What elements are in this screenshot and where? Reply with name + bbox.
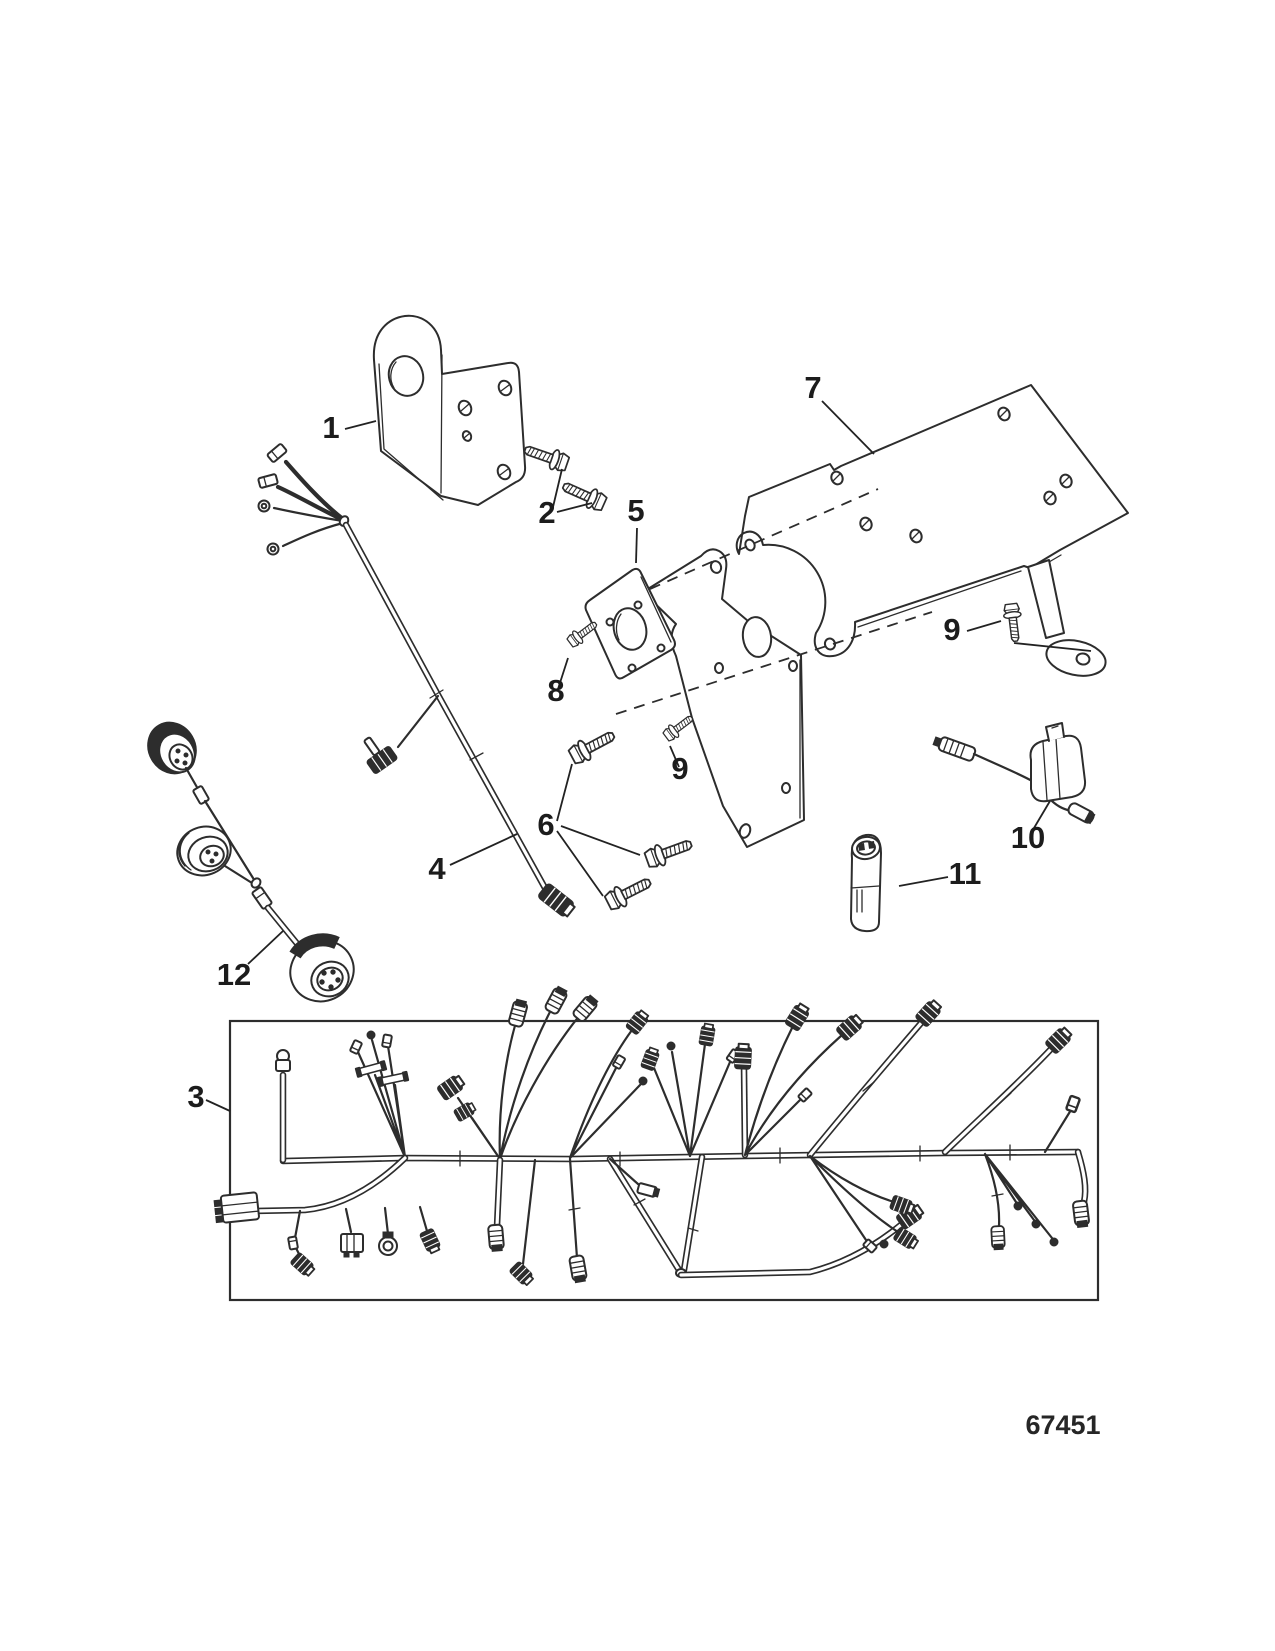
- part-11-connector: [850, 833, 882, 933]
- part-12-adapter-harness: [147, 721, 355, 1003]
- callout-9-center: 9: [671, 751, 688, 786]
- callout-1: 1: [322, 410, 339, 445]
- callout-6: 6: [537, 807, 554, 842]
- part-3-harness-box: [213, 984, 1100, 1302]
- callout-leaders: [205, 400, 1051, 1112]
- drawing-number: 67451: [1025, 1410, 1100, 1440]
- callout-7: 7: [804, 370, 821, 405]
- part-7-mounting-plate: [735, 384, 1129, 677]
- callout-2: 2: [538, 495, 555, 530]
- bolt-9-alignment-line: [1013, 642, 1092, 652]
- part-8-bolt: [564, 617, 601, 650]
- sensor-body: [1029, 722, 1087, 803]
- alignment-dash-lower: [615, 611, 933, 715]
- callout-11: 11: [949, 856, 982, 891]
- part-7-support-bracket: [642, 548, 805, 848]
- part-5-plate: [584, 567, 676, 680]
- part-2-bolts: [521, 439, 609, 515]
- ring-terminal: [266, 542, 280, 556]
- part-4-wiring-lead: [257, 443, 576, 918]
- engine-harness: [213, 984, 1091, 1288]
- part-9-bolt-right: [1001, 602, 1025, 643]
- round-connector-large: [289, 933, 355, 1003]
- round-connector-top: [147, 721, 197, 775]
- plate-holes: [830, 406, 1073, 544]
- callout-8: 8: [547, 673, 564, 708]
- lead-end-connector: [538, 883, 576, 918]
- callout-10: 10: [1011, 820, 1045, 855]
- part-1-bracket: [372, 314, 527, 506]
- callout-5: 5: [627, 493, 644, 528]
- callout-9-right: 9: [943, 612, 960, 647]
- part-9-bolt-center: [660, 711, 697, 744]
- branch-connector: [363, 736, 398, 774]
- round-connector-middle: [176, 825, 232, 877]
- callout-12: 12: [217, 957, 251, 992]
- callout-3: 3: [187, 1079, 204, 1114]
- ring-terminal: [257, 499, 271, 513]
- callout-4: 4: [428, 851, 446, 886]
- alignment-dash-upper: [649, 488, 879, 590]
- part-10-sensor: [932, 722, 1096, 825]
